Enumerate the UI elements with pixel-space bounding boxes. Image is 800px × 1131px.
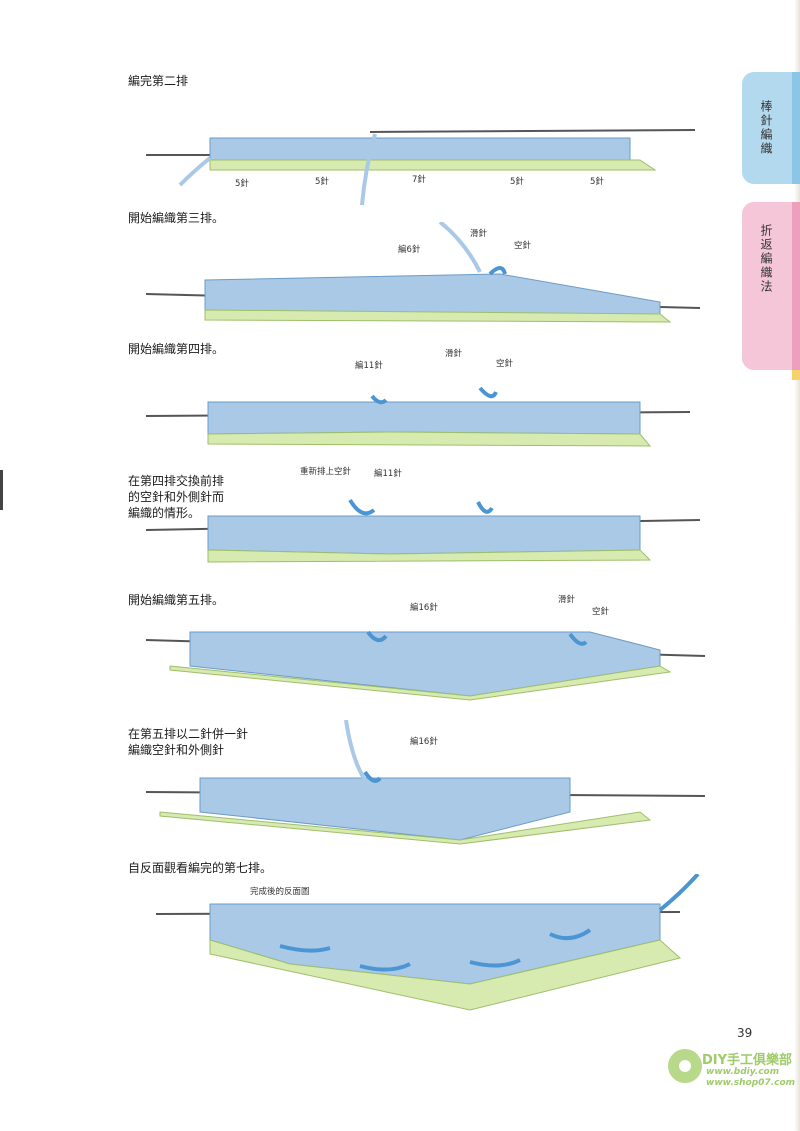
span-label: 編16針 bbox=[410, 736, 438, 747]
yarn-over-loops bbox=[370, 386, 498, 405]
tab-knitting[interactable]: 棒針編織 bbox=[742, 72, 792, 184]
yarn-over-loops bbox=[348, 498, 494, 516]
diagram-step2: 編6針 滑針 空針 bbox=[145, 222, 701, 323]
knit-fabric-blue bbox=[204, 273, 661, 315]
tab-edge-blue bbox=[792, 72, 800, 184]
tab-short-rows-label: 折返編織法 bbox=[759, 224, 773, 294]
watermark-url-2: www.shop07.com bbox=[706, 1078, 796, 1088]
yarn-over-loop bbox=[363, 770, 382, 783]
knit-fabric-green bbox=[169, 665, 672, 701]
caption-step2: 開始編織第三排。 bbox=[128, 211, 225, 225]
view-label: 完成後的反面圖 bbox=[250, 886, 310, 897]
slip-label: 滑針 bbox=[470, 228, 488, 239]
diagram-step7: 完成後的反面圖 bbox=[155, 874, 700, 1011]
span-label: 編11針 bbox=[355, 360, 383, 371]
yarn-over-label: 空針 bbox=[514, 240, 532, 251]
page-edge-shadow bbox=[794, 0, 800, 1131]
span-label: 編16針 bbox=[410, 602, 438, 613]
caption-step6: 在第五排以二針併一針 編織空針和外側針 bbox=[128, 727, 249, 757]
page-number: 39 bbox=[737, 1026, 753, 1040]
caption-step5: 開始編織第五排。 bbox=[128, 593, 225, 607]
count-label-2: 5針 bbox=[315, 176, 329, 187]
knit-fabric-green bbox=[207, 549, 652, 563]
yarn-working bbox=[658, 874, 700, 912]
yarn-working bbox=[344, 720, 367, 782]
diagram-step3: 編11針 滑針 空針 bbox=[145, 348, 691, 447]
watermark-brand: DIY手工俱樂部 bbox=[702, 1053, 793, 1068]
caption-step3: 開始編織第四排。 bbox=[128, 342, 225, 356]
watermark-logo-dot bbox=[679, 1060, 691, 1072]
count-label-4: 5針 bbox=[510, 176, 524, 187]
knit-fabric-blue bbox=[207, 401, 641, 435]
watermark: DIY手工俱樂部 www.bdiy.com www.shop07.com bbox=[666, 1045, 796, 1093]
knit-fabric-blue bbox=[199, 777, 571, 841]
diagram-step4: 重新排上空針 編11針 bbox=[145, 466, 701, 563]
yarn-working bbox=[360, 133, 377, 206]
yarn-tail bbox=[178, 156, 212, 187]
yarn-working bbox=[438, 222, 482, 273]
yarn-over-label: 空針 bbox=[592, 606, 610, 617]
yarn-over-label: 空針 bbox=[496, 358, 514, 369]
yarn-over-loop bbox=[488, 266, 507, 276]
tab-knitting-label: 棒針編織 bbox=[759, 100, 773, 156]
watermark-url-1: www.bdiy.com bbox=[706, 1067, 780, 1077]
knit-fabric-green bbox=[209, 939, 682, 1011]
caption-step7: 自反面觀看編完的第七排。 bbox=[128, 861, 273, 875]
tab-short-rows[interactable]: 折返編織法 bbox=[742, 202, 792, 370]
slip-label: 滑針 bbox=[445, 348, 463, 359]
knit-fabric-blue bbox=[189, 631, 661, 697]
rearrange-label: 重新排上空針 bbox=[300, 466, 352, 477]
slip-label: 滑針 bbox=[558, 594, 576, 605]
caption-step1: 編完第二排 bbox=[128, 74, 189, 88]
yarn-over-marks bbox=[279, 928, 592, 972]
yarn-over-loops bbox=[366, 630, 588, 646]
knit-fabric-green bbox=[159, 811, 652, 845]
knit-fabric-blue bbox=[209, 137, 631, 161]
knit-fabric-green bbox=[209, 159, 657, 171]
span-label: 編11針 bbox=[374, 468, 402, 479]
count-label-5: 5針 bbox=[590, 176, 604, 187]
diagram-step1: 5針 5針 7針 5針 5針 bbox=[146, 129, 696, 206]
binding-mark bbox=[0, 470, 3, 510]
tab-edge-yellow bbox=[792, 370, 800, 380]
count-label-3: 7針 bbox=[412, 174, 426, 185]
count-label-1: 5針 bbox=[235, 178, 249, 189]
tab-edge-pink bbox=[792, 202, 800, 370]
span-label: 編6針 bbox=[398, 244, 421, 255]
diagram-step5: 編16針 滑針 空針 bbox=[145, 594, 706, 701]
knit-fabric-blue bbox=[207, 515, 641, 555]
knit-fabric-green bbox=[207, 431, 652, 447]
caption-step4: 在第四排交換前排 的空針和外側針而 編織的情形。 bbox=[128, 474, 225, 520]
diagram-step6: 編16針 bbox=[145, 720, 706, 845]
stitch-count-labels: 5針 5針 7針 5針 5針 bbox=[235, 174, 604, 189]
knit-fabric-green bbox=[204, 309, 672, 323]
